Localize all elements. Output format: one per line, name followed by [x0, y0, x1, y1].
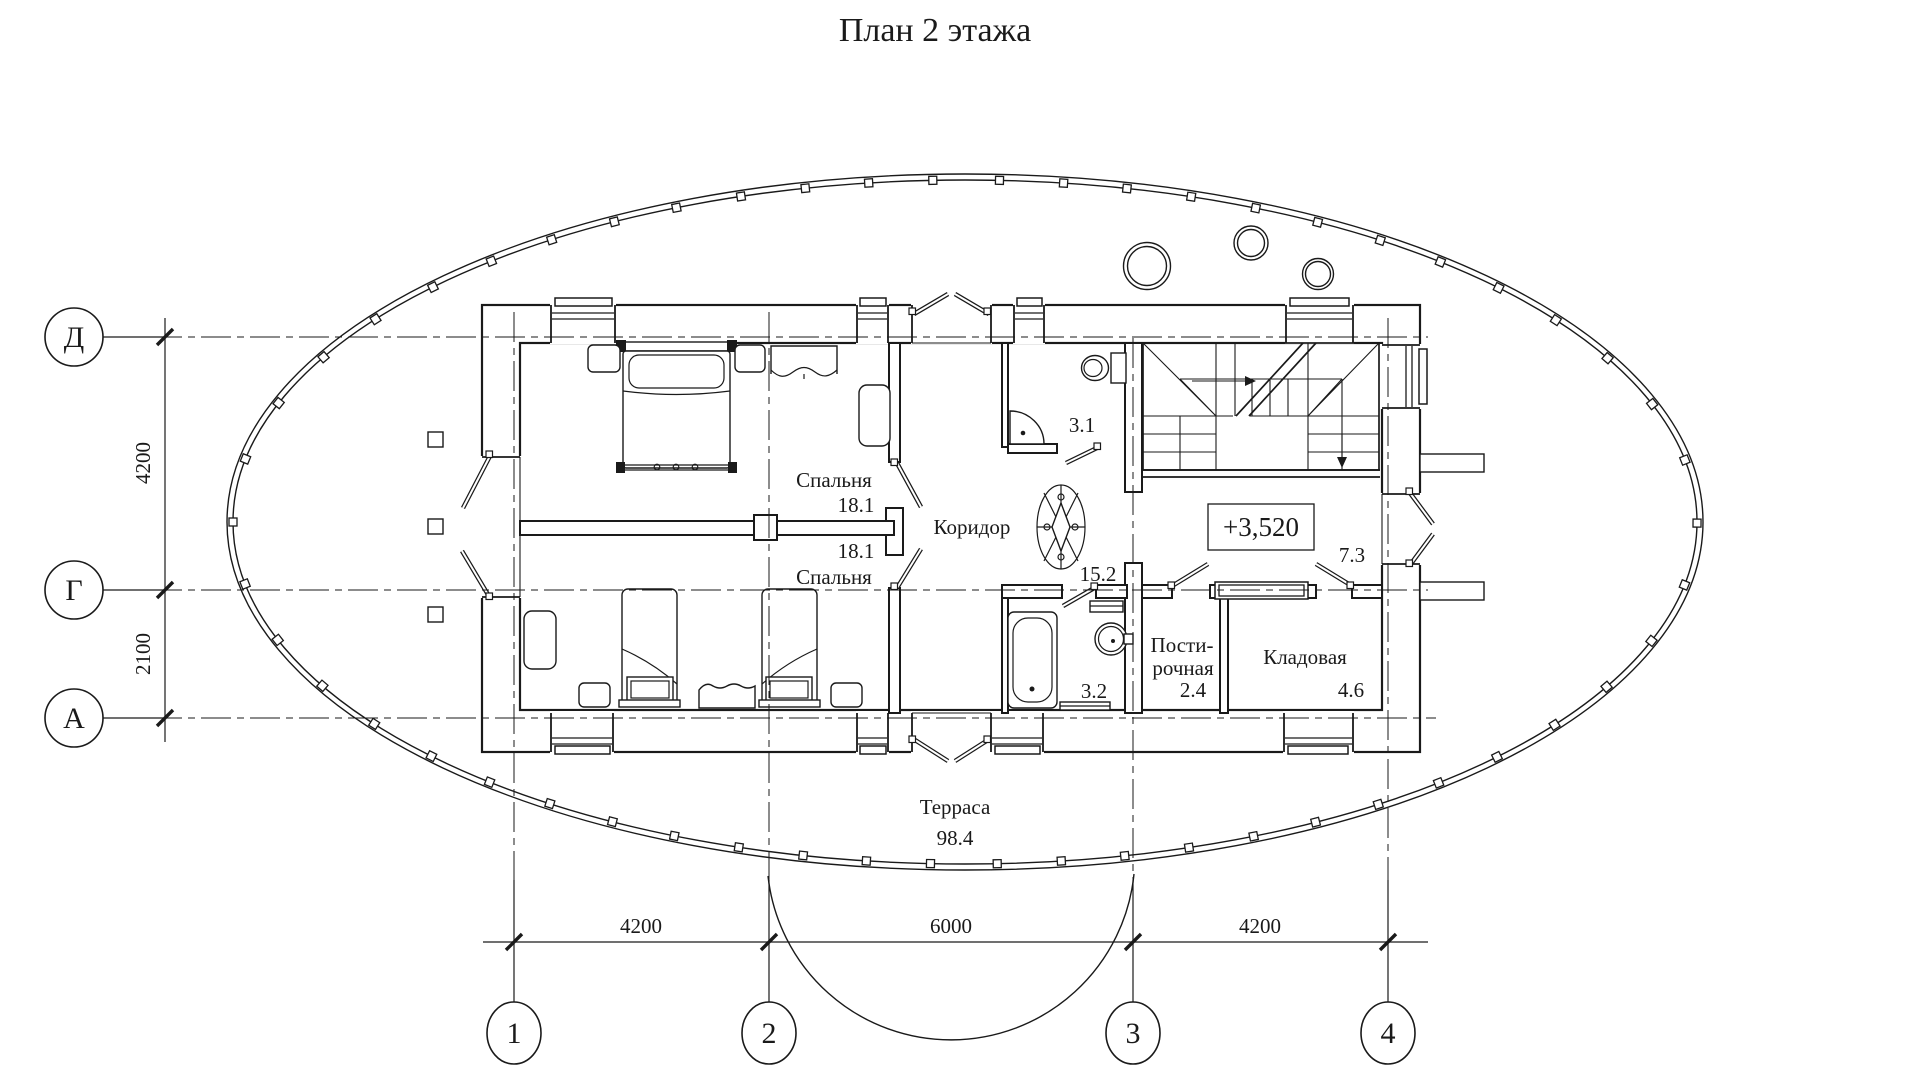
- room-label-terrace: Терраса: [920, 795, 991, 819]
- towel-rail: [1059, 701, 1111, 711]
- bathtub: [1007, 611, 1058, 709]
- room-label-storage: Кладовая: [1263, 645, 1347, 669]
- nightstand: [587, 344, 621, 373]
- stair-down-arrow: [1337, 434, 1347, 468]
- round-washbasin: [1094, 622, 1134, 656]
- page-title: План 2 этажа: [838, 12, 1032, 49]
- windows: [552, 297, 1428, 755]
- stair-up-arrow: [1192, 376, 1256, 386]
- corner-sink: [1009, 410, 1045, 445]
- wardrobe: [858, 384, 891, 447]
- room-labels: Спальня 18.1 18.1 Спальня Коридор 15.2 3…: [796, 413, 1365, 850]
- single-bed: [758, 588, 821, 708]
- room-area-bedroom-top: 18.1: [838, 493, 875, 517]
- room-label-bedroom-bottom: Спальня: [796, 565, 872, 589]
- dresser: [770, 345, 838, 379]
- axis-bubble-1: 1: [507, 1017, 522, 1050]
- elevation-box: +3,520: [1207, 503, 1315, 551]
- dim-bottom-3: 4200: [1239, 914, 1281, 938]
- dim-left-2: 2100: [131, 633, 155, 675]
- dim-left-1: 4200: [131, 442, 155, 484]
- room-label-corridor: Коридор: [934, 515, 1011, 539]
- axis-bubble-d: Д: [64, 321, 84, 354]
- nightstand: [578, 682, 611, 708]
- bathroom-fixtures: [1007, 352, 1134, 711]
- window: [1287, 297, 1352, 320]
- room-area-bath-top: 3.1: [1069, 413, 1095, 437]
- roof-circles: [1122, 225, 1335, 291]
- single-bed: [618, 588, 681, 708]
- window: [858, 737, 887, 755]
- axis-bubble-g: Г: [65, 574, 82, 607]
- room-area-bedroom-bottom: 18.1: [838, 539, 875, 563]
- beam: [1419, 453, 1485, 473]
- beam: [1419, 581, 1485, 601]
- room-label-laundry-1: Пости-: [1151, 633, 1214, 657]
- dim-bottom-1: 4200: [620, 914, 662, 938]
- shelf: [1089, 600, 1124, 613]
- room-area-laundry: 2.4: [1180, 678, 1207, 702]
- nightstand: [734, 344, 766, 373]
- terrace-posts: [427, 431, 1485, 623]
- window: [1285, 737, 1352, 755]
- terrace-railing: [226, 173, 1704, 1041]
- elevation-value: +3,520: [1223, 512, 1299, 542]
- dim-bottom-2: 6000: [930, 914, 972, 938]
- double-bed: [616, 340, 737, 473]
- axis-bubble-4: 4: [1381, 1017, 1396, 1050]
- axis-bubble-2: 2: [762, 1017, 777, 1050]
- toilet: [1080, 352, 1127, 384]
- window: [1015, 297, 1043, 320]
- terrace-steps-arc: [767, 873, 1135, 1041]
- room-area-bath-bottom: 3.2: [1081, 679, 1107, 703]
- decorative-medallion: [1036, 484, 1086, 570]
- window: [552, 297, 614, 320]
- window: [552, 737, 612, 755]
- wardrobe: [523, 610, 557, 670]
- axis-bubble-3: 3: [1126, 1017, 1141, 1050]
- window: [1405, 346, 1428, 407]
- room-label-laundry-2: рочная: [1152, 656, 1214, 680]
- axis-bubbles: Д Г А 1 2 3 4: [44, 307, 1416, 1065]
- room-area-storage: 4.6: [1338, 678, 1364, 702]
- bench: [698, 683, 756, 709]
- door-leaves: [460, 292, 1435, 763]
- axis-bubble-a: А: [63, 702, 85, 735]
- nightstand: [830, 682, 863, 708]
- room-area-stair-hall: 7.3: [1339, 543, 1365, 567]
- window: [992, 737, 1042, 755]
- room-area-terrace: 98.4: [937, 826, 974, 850]
- window: [858, 297, 887, 320]
- staircase: [1142, 342, 1380, 471]
- bedroom-furniture: [523, 340, 891, 709]
- dimension-lines: 4200 2100 4200 6000 4200: [103, 318, 1428, 952]
- room-area-corridor: 15.2: [1080, 562, 1117, 586]
- door-hinges: [485, 307, 1414, 744]
- room-label-bedroom-top: Спальня: [796, 468, 872, 492]
